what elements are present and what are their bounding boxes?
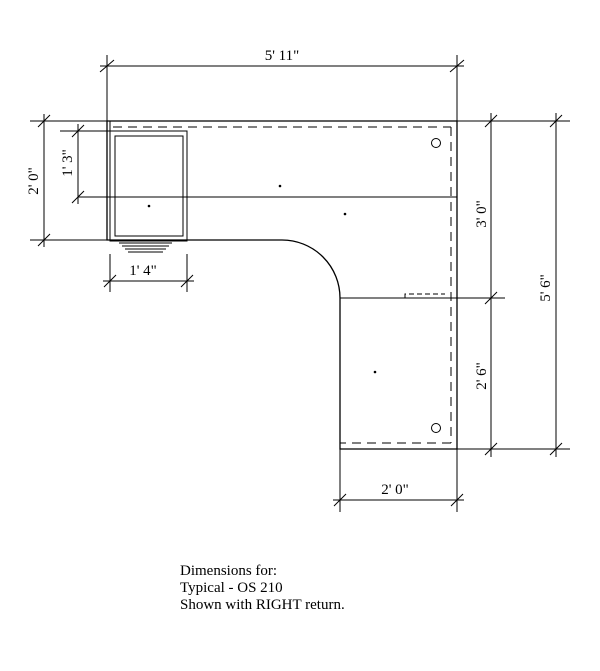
dim-right-upper-lower bbox=[457, 113, 505, 457]
center-mark bbox=[343, 212, 347, 216]
dim-return-width bbox=[333, 449, 464, 512]
dim-overall-height bbox=[505, 113, 570, 457]
grommet-hole-bottom bbox=[431, 423, 441, 433]
dim-left-depth bbox=[30, 114, 107, 247]
pedestal-hatch bbox=[119, 242, 172, 253]
label-lower-right: 2' 6" bbox=[474, 362, 490, 390]
grommet-hole-top bbox=[431, 138, 441, 148]
dim-pedestal-depth bbox=[60, 124, 110, 204]
pedestal-outer bbox=[109, 130, 188, 242]
dim-overall-width bbox=[99, 55, 465, 121]
pedestal-inner bbox=[114, 135, 184, 237]
label-overall-height: 5' 6" bbox=[538, 274, 554, 302]
label-pedestal-depth: 1' 3" bbox=[60, 149, 76, 177]
label-return-width: 2' 0" bbox=[381, 482, 409, 498]
center-mark bbox=[373, 370, 377, 374]
center-mark bbox=[147, 204, 151, 208]
label-overall-width: 5' 11" bbox=[265, 48, 300, 64]
caption-line: Dimensions for: bbox=[180, 563, 278, 579]
divider-notch bbox=[404, 293, 445, 298]
label-pedestal-width: 1' 4" bbox=[129, 263, 157, 279]
caption-line: Shown with RIGHT return. bbox=[180, 597, 345, 613]
desk-outline bbox=[106, 120, 458, 450]
dim-pedestal-width bbox=[103, 254, 194, 292]
label-left-depth: 2' 0" bbox=[26, 167, 42, 195]
label-upper-right: 3' 0" bbox=[474, 200, 490, 228]
caption-line: Typical - OS 210 bbox=[180, 580, 283, 596]
desk-dashed-edges bbox=[113, 126, 452, 444]
center-mark bbox=[278, 184, 282, 188]
drawing-caption: Dimensions for: Typical - OS 210 Shown w… bbox=[180, 563, 345, 614]
